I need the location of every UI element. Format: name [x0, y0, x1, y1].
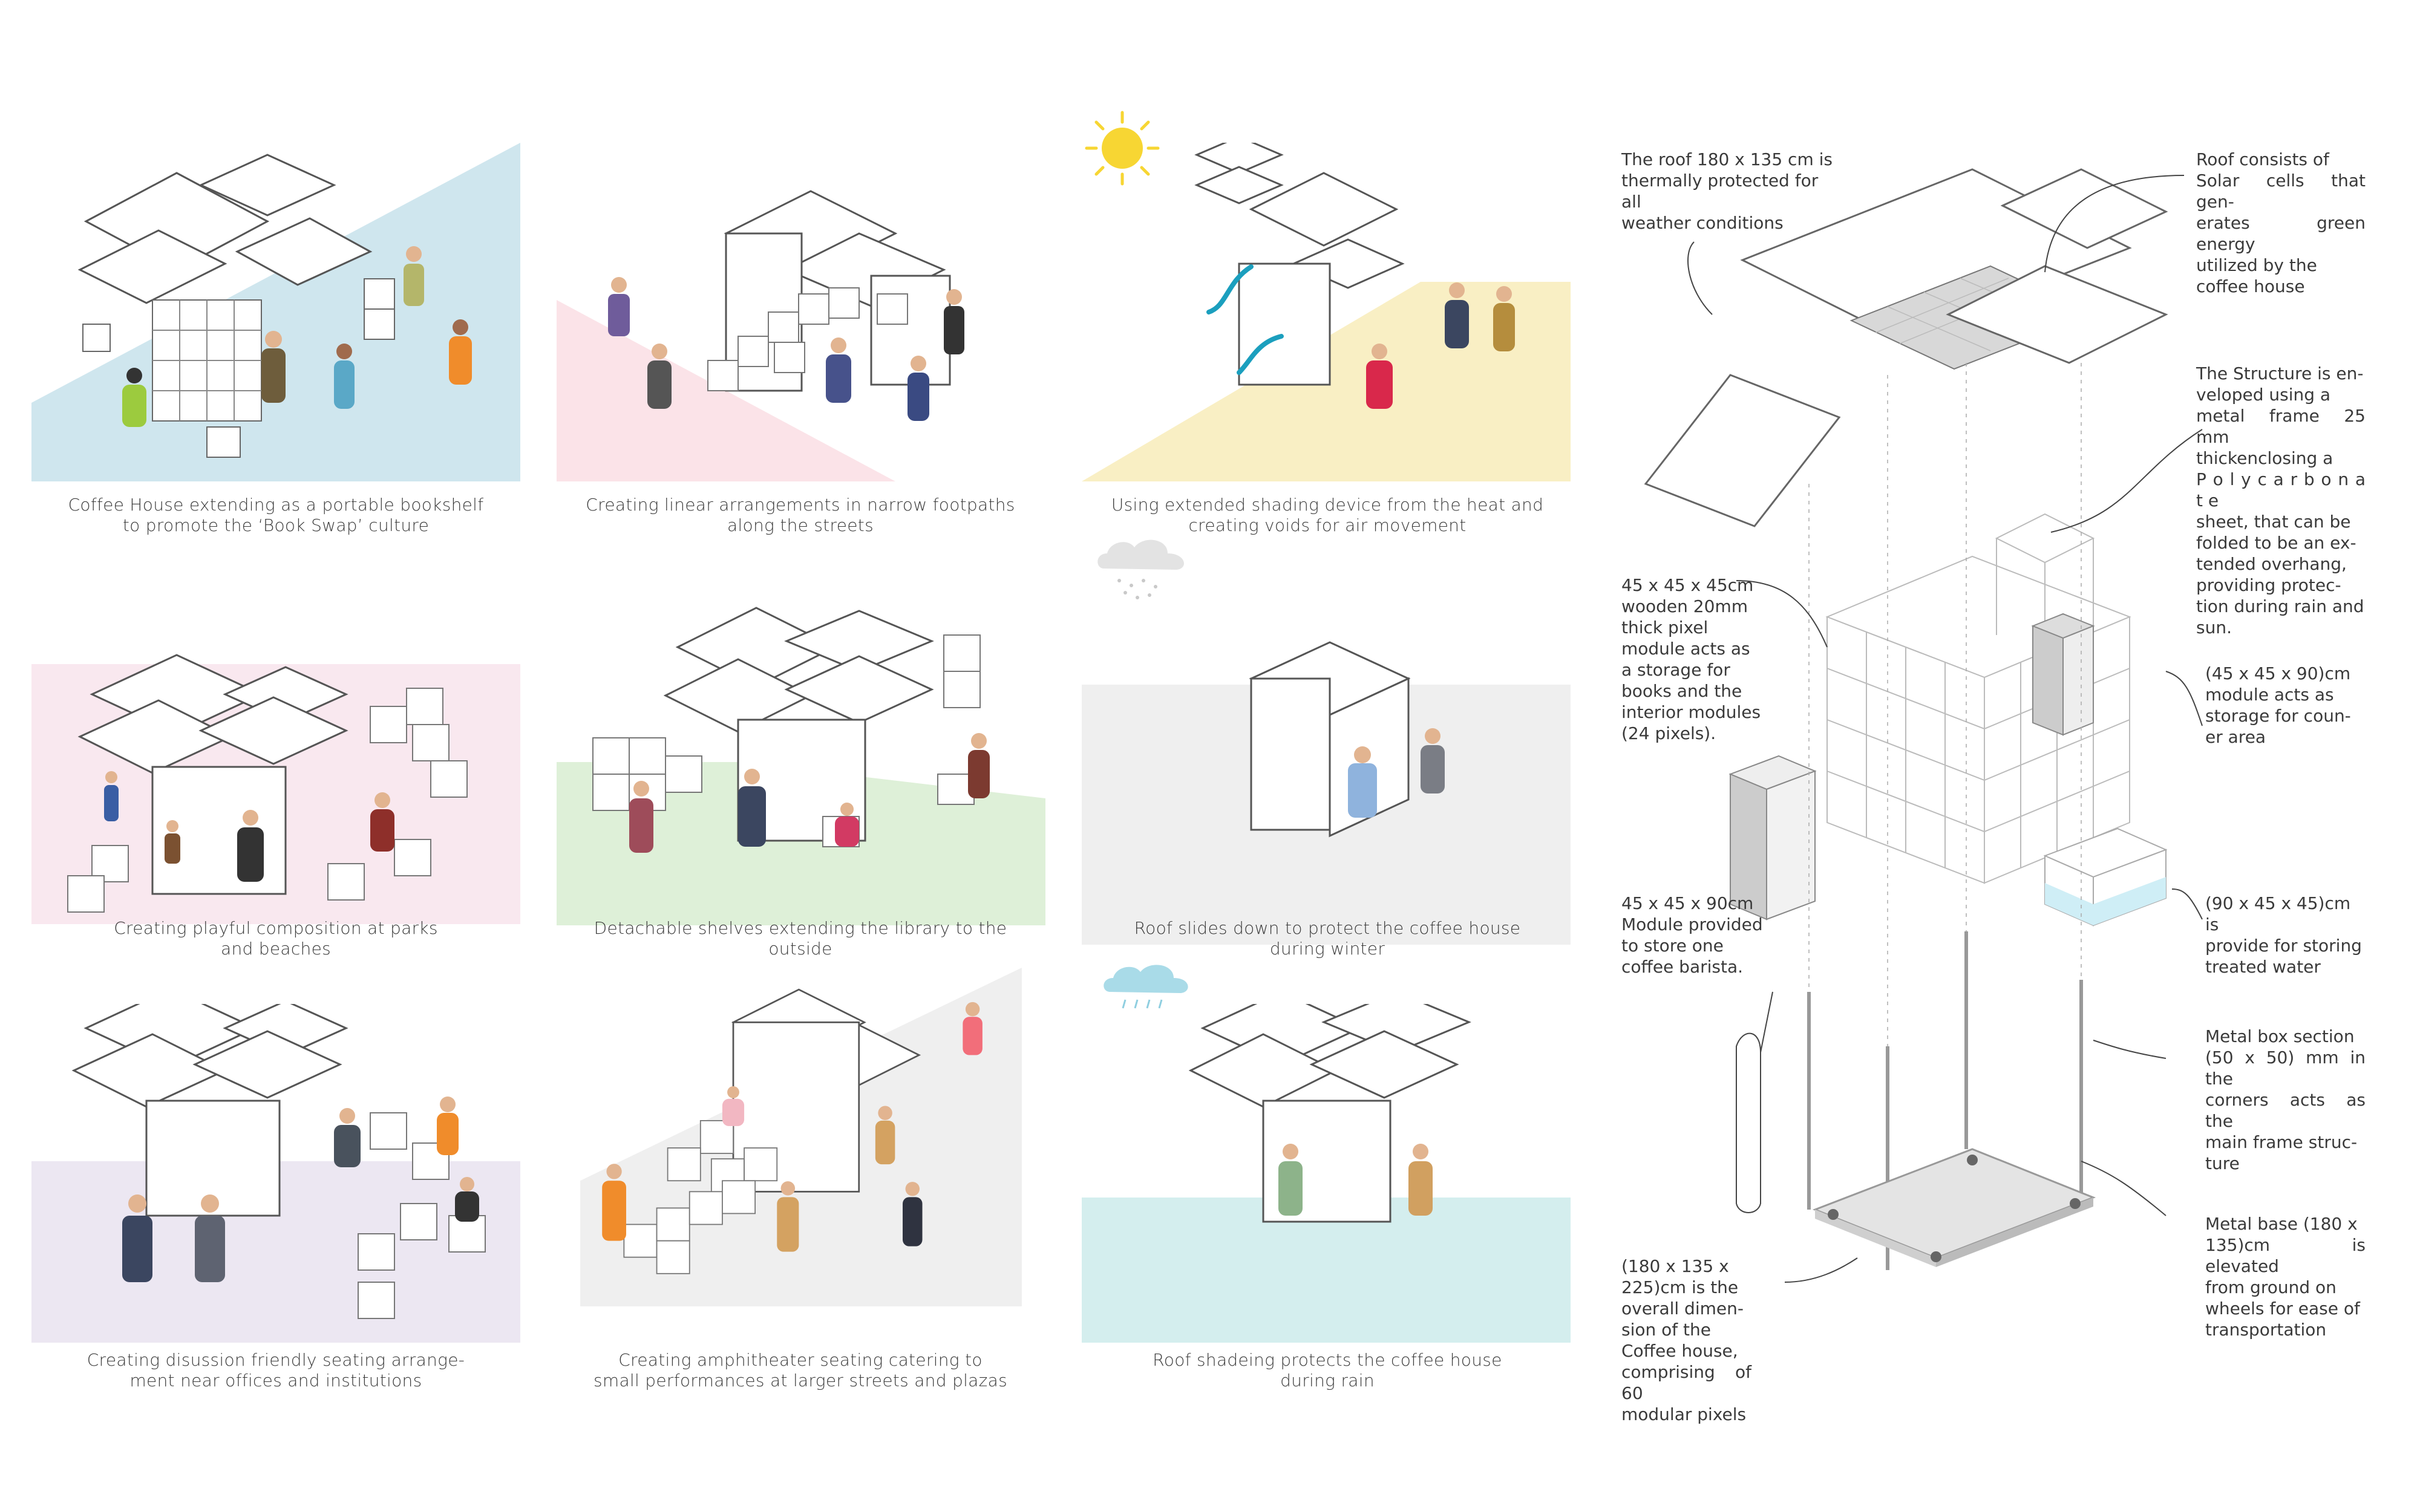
amphitheater-illustration — [580, 968, 1022, 1306]
caption-discussion-seating: Creating disussion friendly seating arra… — [87, 1350, 465, 1390]
people-group — [122, 1097, 479, 1282]
rain-roof-illustration — [1082, 1004, 1571, 1343]
sun-icon — [1085, 111, 1160, 186]
people-group — [1366, 282, 1515, 409]
caption-winter-roof: Roof slides down to protect the coffee h… — [1134, 918, 1521, 959]
linear-arrangement-illustration — [557, 190, 964, 481]
playful-composition-illustration — [31, 654, 520, 924]
discussion-seating-illustration — [31, 1004, 520, 1343]
panel-discussion-seating — [31, 1004, 520, 1343]
metal-base — [1812, 1148, 2096, 1267]
panel-book-swap — [31, 143, 520, 481]
shading-device-illustration — [1082, 143, 1571, 481]
caption-shading-device: Using extended shading device from the h… — [1111, 495, 1544, 535]
snow-cloud-icon — [1097, 539, 1184, 599]
people-group — [122, 246, 472, 427]
people-group — [602, 1002, 983, 1252]
people-group — [1348, 728, 1445, 818]
panel-shading-device — [1082, 143, 1571, 481]
people-group — [1278, 1144, 1433, 1216]
panel-playful-composition — [31, 652, 520, 991]
caption-linear-arrangement: Creating linear arrangements in narrow f… — [586, 495, 1015, 535]
book-swap-illustration — [31, 143, 520, 481]
people-group — [608, 277, 964, 421]
exploded-axonometric — [1644, 168, 2168, 1270]
winter-roof-illustration — [1082, 641, 1571, 945]
panel-winter-roof — [1082, 630, 1571, 969]
detachable-shelves-illustration — [557, 607, 1045, 925]
rain-cloud-icon — [1104, 965, 1188, 1009]
panel-linear-arrangement — [557, 143, 1045, 481]
caption-detachable-shelves: Detachable shelves extending the library… — [594, 918, 1007, 959]
barista-figure — [1736, 991, 1773, 1213]
people-group — [629, 733, 990, 853]
people-group — [104, 771, 394, 882]
caption-amphitheater: Creating amphitheater seating catering t… — [594, 1350, 1007, 1390]
panel-rain-roof — [1082, 1004, 1571, 1343]
panel-amphitheater — [557, 968, 1045, 1306]
caption-book-swap: Coffee House extending as a portable boo… — [68, 495, 484, 535]
panel-detachable-shelves — [557, 605, 1045, 943]
